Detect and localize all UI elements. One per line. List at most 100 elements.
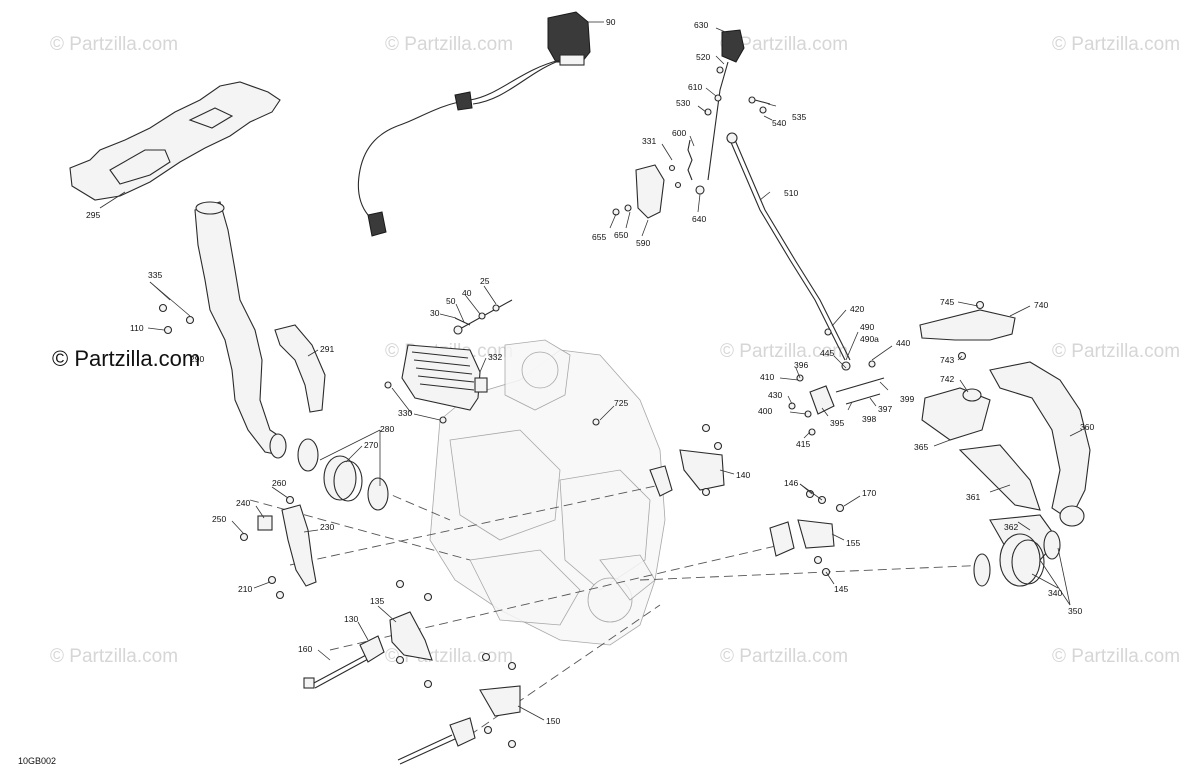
watermark: © Partzilla.com [720, 34, 848, 55]
callout-291[interactable]: 291 [320, 344, 334, 354]
part-shift-lever-assembly[interactable] [707, 29, 851, 361]
watermark: © Partzilla.com [50, 646, 178, 667]
callout-290[interactable]: 290 [190, 354, 204, 364]
callout-90[interactable]: 90 [606, 17, 616, 27]
callout-398[interactable]: 398 [862, 414, 876, 424]
main-watermark: © Partzilla.com [52, 346, 200, 371]
callout-440[interactable]: 440 [896, 338, 910, 348]
callout-50[interactable]: 50 [446, 296, 456, 306]
callout-520[interactable]: 520 [696, 52, 710, 62]
callout-600[interactable]: 600 [672, 128, 686, 138]
watermark: © Partzilla.com [720, 341, 848, 362]
callout-530[interactable]: 530 [676, 98, 690, 108]
callout-410[interactable]: 410 [760, 372, 774, 382]
watermark: © Partzilla.com [1052, 34, 1180, 55]
part-330-catalyst[interactable] [384, 344, 488, 424]
callout-30[interactable]: 30 [430, 308, 440, 318]
callout-280[interactable]: 280 [380, 424, 394, 434]
callout-135[interactable]: 135 [370, 596, 384, 606]
callout-145[interactable]: 145 [834, 584, 848, 594]
callout-340[interactable]: 340 [1048, 588, 1062, 598]
watermark: © Partzilla.com [720, 646, 848, 667]
watermark: © Partzilla.com [1052, 341, 1180, 362]
callout-40[interactable]: 40 [462, 288, 472, 298]
callout-110[interactable]: 110 [130, 323, 144, 333]
callout-430[interactable]: 430 [768, 390, 782, 400]
part-590-bracket[interactable] [612, 108, 712, 219]
callout-350[interactable]: 350 [1068, 606, 1082, 616]
part-230-bracket[interactable] [239, 495, 317, 600]
part-340-coupler[interactable] [973, 530, 1061, 587]
part-155-mount[interactable] [769, 489, 845, 577]
part-725-bolt[interactable] [592, 418, 600, 426]
callout-655[interactable]: 655 [592, 232, 606, 242]
diagram-code: 10GB002 [18, 756, 56, 766]
callout-170[interactable]: 170 [862, 488, 876, 498]
part-90-switch-harness[interactable] [357, 11, 591, 237]
callout-labels: 90 630 520 610 530 540 535 600 331 510 6… [86, 17, 1094, 726]
leader-lines [99, 21, 1083, 721]
callout-743[interactable]: 743 [940, 355, 954, 365]
watermark: © Partzilla.com [385, 34, 513, 55]
callout-490a[interactable]: 490a [860, 334, 879, 344]
callout-610[interactable]: 610 [688, 82, 702, 92]
callout-400[interactable]: 400 [758, 406, 772, 416]
callout-365[interactable]: 365 [914, 442, 928, 452]
part-bolts-25[interactable] [453, 299, 513, 335]
part-fasteners-335[interactable] [158, 303, 195, 335]
part-150-mount[interactable] [397, 652, 521, 765]
watermark: © Partzilla.com [50, 34, 178, 55]
callout-640[interactable]: 640 [692, 214, 706, 224]
callout-540[interactable]: 540 [772, 118, 786, 128]
part-270-coupler[interactable] [297, 438, 389, 511]
callout-399[interactable]: 399 [900, 394, 914, 404]
callout-725[interactable]: 725 [614, 398, 628, 408]
part-160-mount-bolt[interactable] [303, 579, 433, 689]
callout-395[interactable]: 395 [830, 418, 844, 428]
callout-360[interactable]: 360 [1080, 422, 1094, 432]
part-140-mount[interactable] [649, 423, 725, 497]
callout-740[interactable]: 740 [1034, 300, 1048, 310]
callout-420[interactable]: 420 [850, 304, 864, 314]
watermark: © Partzilla.com [1052, 646, 1180, 667]
callout-210[interactable]: 210 [238, 584, 252, 594]
callout-510[interactable]: 510 [784, 188, 798, 198]
callout-742[interactable]: 742 [940, 374, 954, 384]
callout-490[interactable]: 490 [860, 322, 874, 332]
part-740-bracket[interactable] [919, 300, 1016, 361]
callout-260[interactable]: 260 [272, 478, 286, 488]
callout-146[interactable]: 146 [784, 478, 798, 488]
callout-332[interactable]: 332 [488, 352, 502, 362]
callout-415[interactable]: 415 [796, 439, 810, 449]
callout-445[interactable]: 445 [820, 348, 834, 358]
callout-630[interactable]: 630 [694, 20, 708, 30]
callout-331[interactable]: 331 [642, 136, 656, 146]
part-290-exhaust-pipe[interactable] [194, 201, 287, 459]
engine-assembly [429, 339, 666, 646]
callout-535[interactable]: 535 [792, 112, 806, 122]
callout-230[interactable]: 230 [320, 522, 334, 532]
callout-25[interactable]: 25 [480, 276, 490, 286]
callout-160[interactable]: 160 [298, 644, 312, 654]
callout-590[interactable]: 590 [636, 238, 650, 248]
callout-155[interactable]: 155 [846, 538, 860, 548]
part-291-heat-shield[interactable] [274, 324, 326, 413]
callout-361[interactable]: 361 [966, 492, 980, 502]
callout-250[interactable]: 250 [212, 514, 226, 524]
callout-396[interactable]: 396 [794, 360, 808, 370]
callout-150[interactable]: 150 [546, 716, 560, 726]
callout-270[interactable]: 270 [364, 440, 378, 450]
callout-240[interactable]: 240 [236, 498, 250, 508]
callout-140[interactable]: 140 [736, 470, 750, 480]
callout-397[interactable]: 397 [878, 404, 892, 414]
callout-330[interactable]: 330 [398, 408, 412, 418]
callout-362[interactable]: 362 [1004, 522, 1018, 532]
callout-650[interactable]: 650 [614, 230, 628, 240]
callout-295[interactable]: 295 [86, 210, 100, 220]
callout-335[interactable]: 335 [148, 270, 162, 280]
part-295-heat-shield[interactable] [69, 81, 281, 201]
callout-130[interactable]: 130 [344, 614, 358, 624]
callout-745[interactable]: 745 [940, 297, 954, 307]
